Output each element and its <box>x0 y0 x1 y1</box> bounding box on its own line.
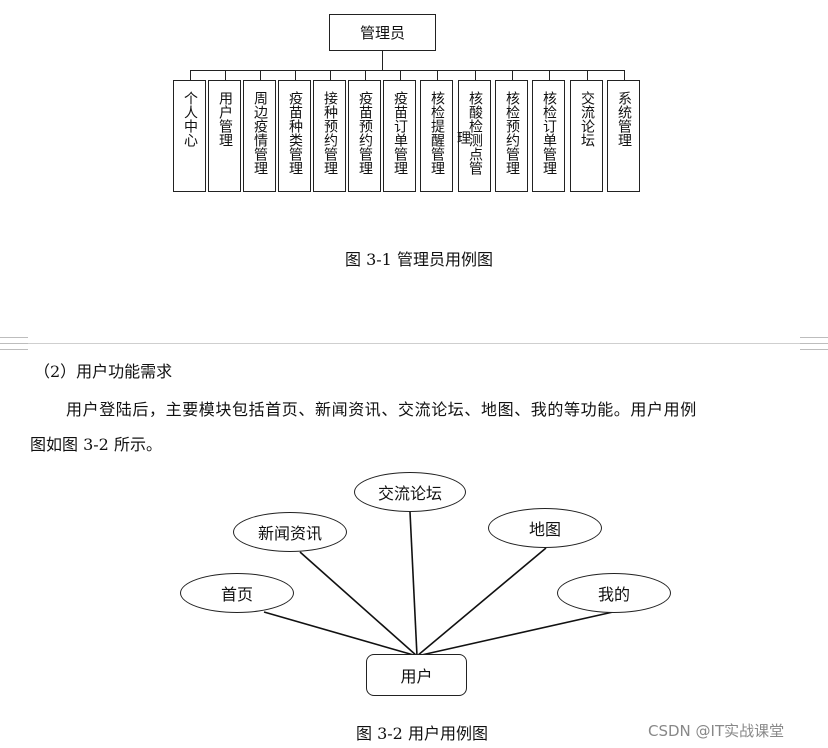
connector-home <box>263 611 418 657</box>
child-stem <box>475 70 476 80</box>
admin-function-label: 用户管理 <box>217 91 233 147</box>
connector-forum <box>409 511 418 657</box>
use-case-mine: 我的 <box>557 573 671 613</box>
admin-function-label: 核检预约管理 <box>504 91 520 175</box>
actor-user: 用户 <box>366 654 467 696</box>
admin-function-node: 核酸检测点管 <box>458 80 491 192</box>
admin-function-node: 核检提醒管理 <box>420 80 453 192</box>
page-break-mark-left <box>0 337 28 350</box>
admin-function-label: 周边疫情管理 <box>252 91 268 175</box>
admin-function-label: 个人中心 <box>182 91 198 147</box>
admin-function-node: 接种预约管理 <box>313 80 346 192</box>
child-stem <box>400 70 401 80</box>
child-stem <box>365 70 366 80</box>
admin-function-node: 交流论坛 <box>570 80 603 192</box>
root-stem <box>382 51 383 70</box>
admin-function-label: 系统管理 <box>616 91 632 147</box>
admin-function-node: 核检订单管理 <box>532 80 565 192</box>
connector-map <box>416 547 547 657</box>
child-stem <box>330 70 331 80</box>
section-heading: （2）用户功能需求 <box>34 362 173 381</box>
child-stem <box>624 70 625 80</box>
use-case-forum: 交流论坛 <box>354 472 466 512</box>
admin-function-label: 疫苗种类管理 <box>287 91 303 175</box>
connector-news <box>299 551 418 657</box>
admin-function-node: 个人中心 <box>173 80 206 192</box>
admin-function-label: 疫苗订单管理 <box>392 91 408 175</box>
child-stem <box>512 70 513 80</box>
use-case-news: 新闻资讯 <box>233 512 347 552</box>
admin-function-label: 核检提醒管理 <box>429 91 445 175</box>
figure-caption-2: 图 3-2 用户用例图 <box>356 724 488 743</box>
admin-function-node: 用户管理 <box>208 80 241 192</box>
child-stem <box>587 70 588 80</box>
admin-root-node: 管理员 <box>329 14 436 51</box>
paragraph-line-1: 用户登陆后，主要模块包括首页、新闻资讯、交流论坛、地图、我的等功能。用户用例 <box>66 400 697 419</box>
page-break-mark-right <box>800 337 828 350</box>
child-stem <box>260 70 261 80</box>
admin-function-node: 核检预约管理 <box>495 80 528 192</box>
bus-line <box>190 70 625 71</box>
admin-function-node: 疫苗种类管理 <box>278 80 311 192</box>
admin-function-node: 周边疫情管理 <box>243 80 276 192</box>
use-case-home: 首页 <box>180 573 294 613</box>
admin-function-label: 交流论坛 <box>579 91 595 147</box>
child-stem <box>549 70 550 80</box>
child-stem <box>225 70 226 80</box>
connector-mine <box>416 611 614 657</box>
admin-function-label: 疫苗预约管理 <box>357 91 373 175</box>
use-case-map: 地图 <box>488 508 602 548</box>
page-break-line <box>0 343 828 344</box>
stray-char: 理 <box>457 131 471 147</box>
child-stem <box>295 70 296 80</box>
admin-function-node: 疫苗订单管理 <box>383 80 416 192</box>
admin-function-label: 核检订单管理 <box>541 91 557 175</box>
admin-function-node: 系统管理 <box>607 80 640 192</box>
admin-function-node: 疫苗预约管理 <box>348 80 381 192</box>
figure-caption-1: 图 3-1 管理员用例图 <box>345 250 493 269</box>
child-stem <box>437 70 438 80</box>
admin-function-label: 核酸检测点管 <box>467 91 483 175</box>
admin-root-label: 管理员 <box>359 24 405 42</box>
admin-function-label: 接种预约管理 <box>322 91 338 175</box>
paragraph-line-2: 图如图 3-2 所示。 <box>30 435 162 454</box>
child-stem <box>190 70 191 80</box>
watermark: CSDN @IT实战课堂 <box>648 722 785 740</box>
